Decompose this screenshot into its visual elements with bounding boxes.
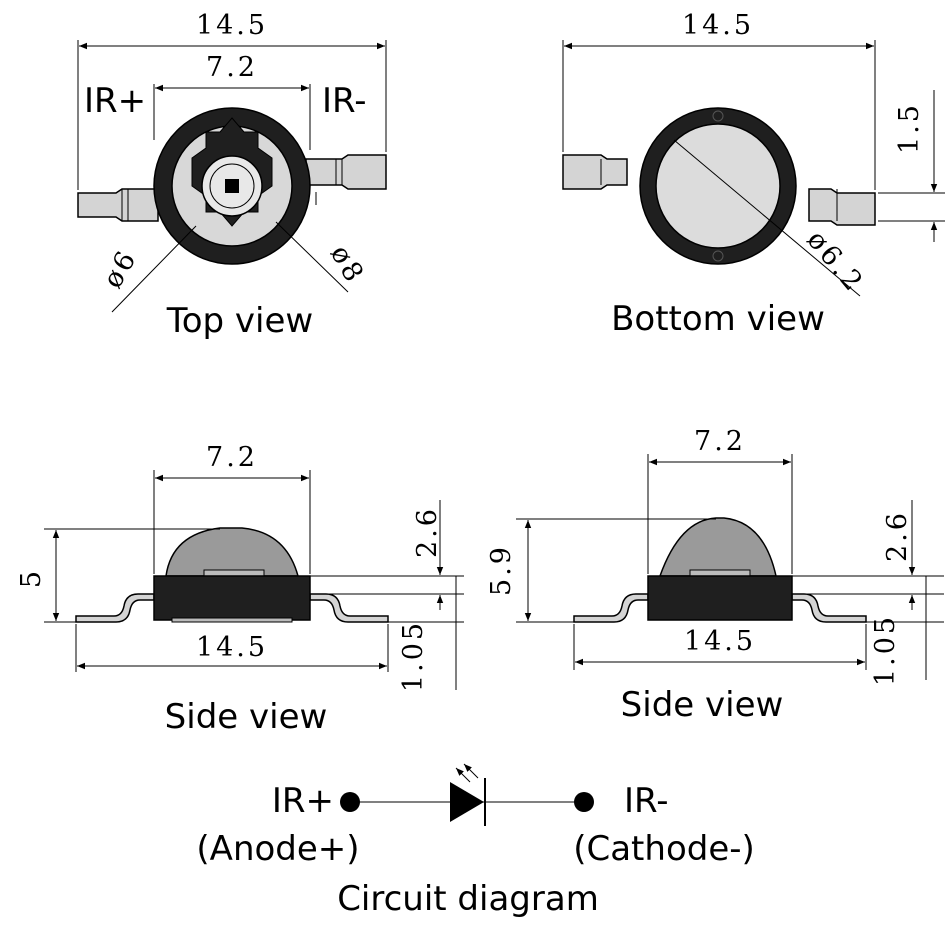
side-right-lead-l [573, 593, 649, 623]
circuit-diagram: IR+ (Anode+) IR- (Cathode-) Circuit diag… [196, 763, 755, 919]
cathode-terminal [574, 792, 594, 812]
side-left-dome [165, 527, 299, 577]
side-left-width-dim: 14.5 [196, 632, 268, 663]
side-right-dome [658, 517, 777, 577]
side-right-label: Side view [621, 685, 784, 725]
side-right-height-dim: 5.9 [486, 544, 517, 596]
side-left-height-dim: 5 [16, 568, 47, 588]
circuit-cathode-note: (Cathode-) [573, 829, 755, 869]
top-view: 14.5 7.2 IR+ IR- ø6 ø8 Top view [77, 10, 387, 341]
top-right-lead [305, 154, 387, 190]
circuit-anode: IR+ [272, 781, 334, 821]
side-left-lead-dim: 1.05 [398, 620, 429, 692]
top-pin-minus: IR- [322, 81, 367, 121]
bottom-view: 14.5 1.5 ø6.2 Bottom view [562, 10, 945, 339]
side-right-body-dim: 2.6 [882, 510, 913, 562]
top-left-lead [77, 188, 159, 222]
anode-terminal [340, 792, 360, 812]
side-right-lens-dim: 7.2 [694, 426, 746, 457]
top-outer-diameter: ø8 [324, 240, 371, 290]
circuit-label: Circuit diagram [337, 879, 599, 919]
top-pin-plus: IR+ [84, 81, 146, 121]
bottom-lead-thickness: 1.5 [894, 102, 925, 154]
side-right-body [647, 575, 793, 621]
side-right-width-dim: 14.5 [684, 626, 756, 657]
circuit-cathode: IR- [624, 781, 669, 821]
side-left-label: Side view [165, 697, 328, 737]
bottom-diameter: ø6.2 [801, 225, 871, 299]
side-left-body [153, 575, 311, 621]
side-left-lead-r [309, 593, 389, 623]
bottom-pad [655, 123, 781, 249]
bottom-width-dim: 14.5 [682, 10, 754, 41]
side-view-right: 7.2 5.9 2.6 1.05 14.5 Side view [486, 426, 944, 725]
side-right-lead-dim: 1.05 [870, 614, 901, 686]
top-width-dim: 14.5 [196, 10, 268, 41]
side-left-body-dim: 2.6 [412, 506, 443, 558]
diode-triangle [450, 782, 484, 822]
bottom-left-lead [562, 154, 628, 190]
bottom-view-label: Bottom view [611, 299, 825, 339]
top-lens-dim: 7.2 [206, 52, 258, 83]
bottom-right-lead [808, 188, 876, 226]
side-left-lead-l [75, 593, 155, 623]
circuit-anode-note: (Anode+) [196, 829, 359, 869]
top-chip [225, 179, 239, 193]
side-right-lead-r [791, 593, 867, 623]
side-left-lens-dim: 7.2 [206, 442, 258, 473]
side-view-left: 7.2 5 2.6 1.05 14.5 Side view [16, 442, 464, 737]
top-view-label: Top view [166, 301, 313, 341]
